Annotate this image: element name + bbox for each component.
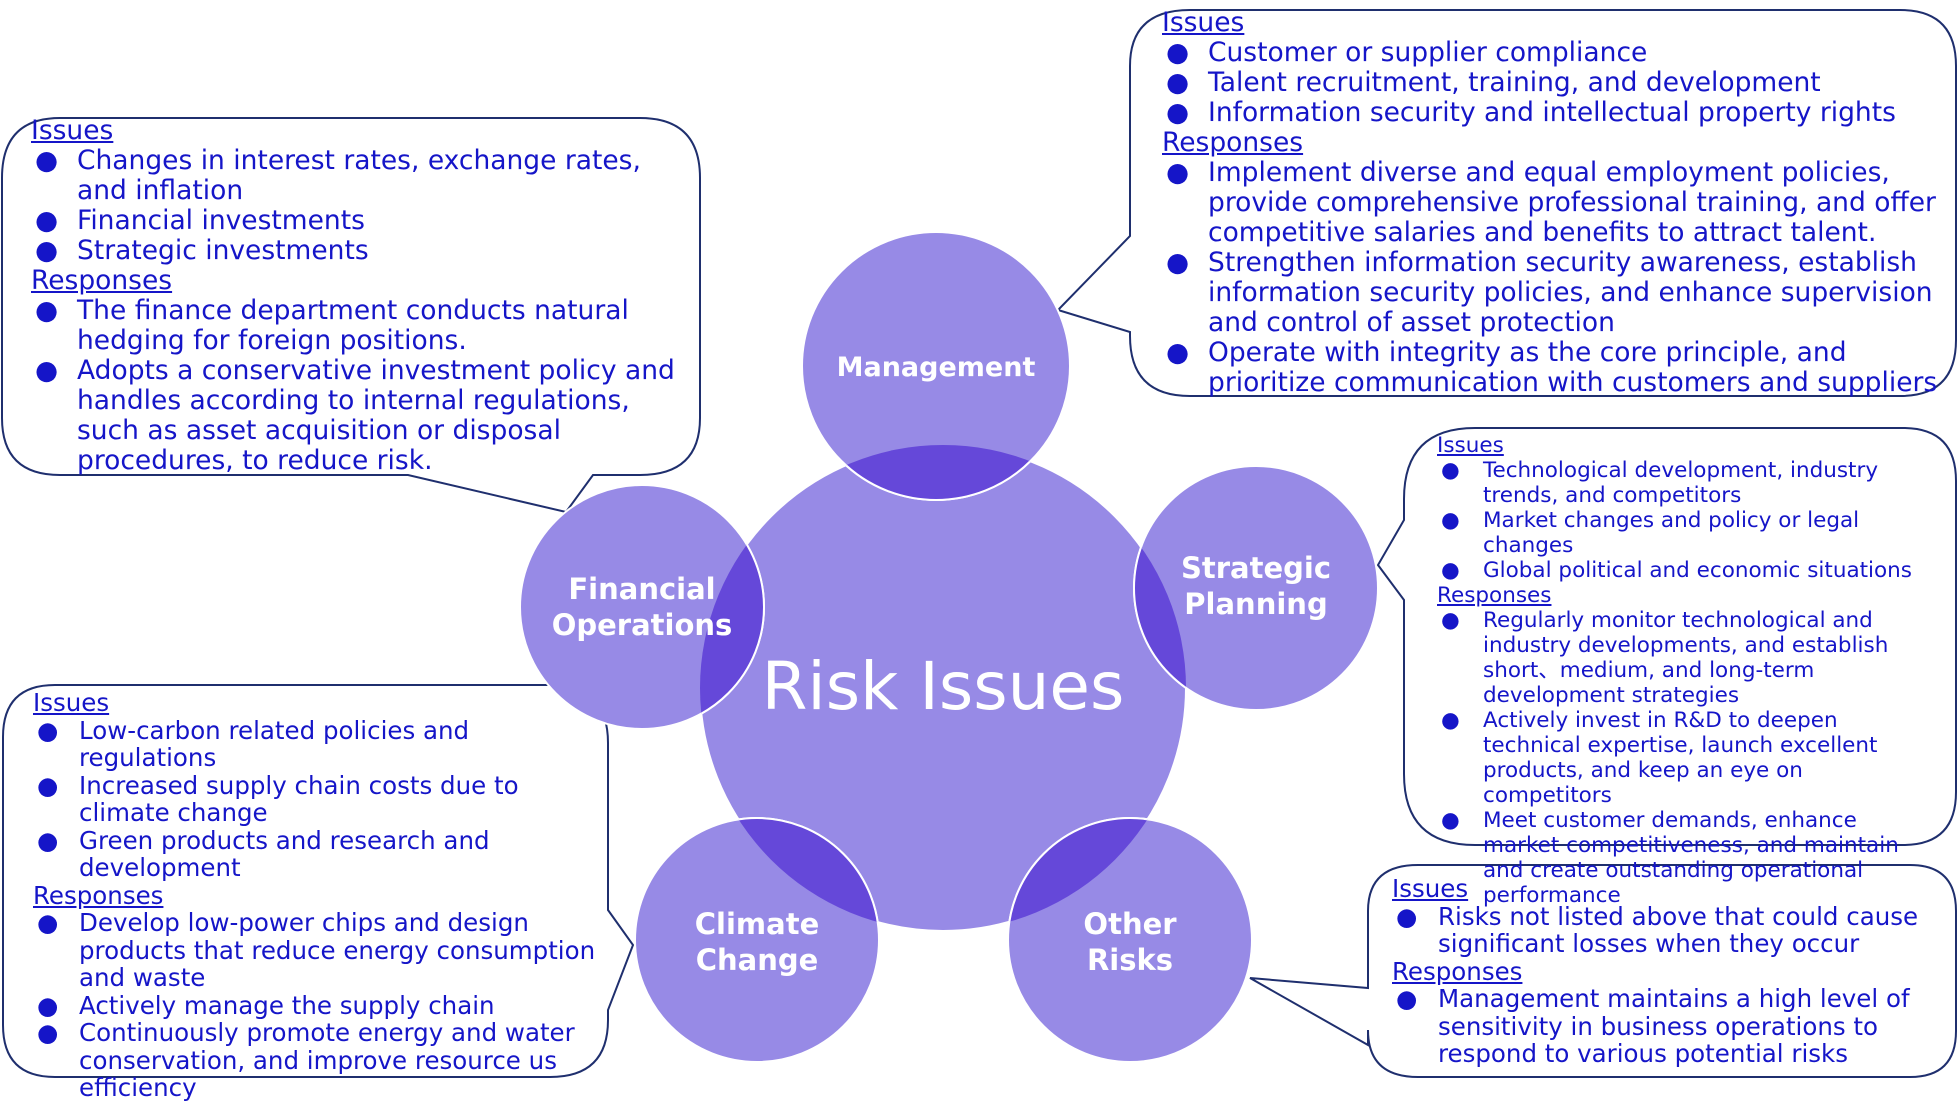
issues-list: Low-carbon related policies and regulati… (33, 716, 603, 882)
list-item: Financial investments (31, 206, 691, 237)
responses-heading: Responses (1392, 956, 1523, 986)
list-item: Talent recruitment, training, and develo… (1162, 68, 1942, 99)
list-item: Technological development, industry tren… (1437, 458, 1927, 508)
issues-heading: Issues (1392, 874, 1469, 903)
callout-financial: Issues Changes in interest rates, exchan… (31, 116, 691, 476)
strategic-label-line2: Planning (1184, 587, 1327, 621)
list-item: Develop low-power chips and design produ… (33, 909, 603, 992)
list-item: Adopts a conservative investment policy … (31, 356, 691, 476)
responses-list: Develop low-power chips and design produ… (33, 909, 603, 1102)
issues-heading: Issues (1437, 433, 1504, 458)
list-item: Implement diverse and equal employment p… (1162, 158, 1942, 248)
responses-list: Implement diverse and equal employment p… (1162, 158, 1942, 398)
list-item: Operate with integrity as the core princ… (1162, 338, 1942, 398)
financial-label-line2: Operations (552, 608, 733, 642)
responses-list: The finance department conducts natural … (31, 296, 691, 476)
callout-climate: Issues Low-carbon related policies and r… (33, 689, 603, 1102)
list-item: Market changes and policy or legal chang… (1437, 508, 1927, 558)
other-label-line2: Risks (1087, 943, 1173, 977)
center-label: Risk Issues (762, 648, 1125, 725)
other-label-line1: Other (1083, 907, 1177, 941)
issues-heading: Issues (31, 115, 114, 146)
list-item: Management maintains a high level of sen… (1392, 985, 1932, 1068)
circle-diagram (519, 231, 1379, 1063)
climate-label-line2: Change (696, 943, 819, 977)
list-item: Risks not listed above that could cause … (1392, 902, 1932, 958)
callout-other: Issues Risks not listed above that could… (1392, 875, 1932, 1068)
issues-heading: Issues (33, 688, 110, 717)
responses-list: Regularly monitor technological and indu… (1437, 608, 1927, 908)
strategic-label-line1: Strategic (1181, 551, 1331, 585)
responses-heading: Responses (33, 880, 164, 910)
list-item: Information security and intellectual pr… (1162, 98, 1942, 129)
list-item: Strategic investments (31, 236, 691, 267)
list-item: Changes in interest rates, exchange rate… (31, 146, 691, 206)
management-label: Management (837, 352, 1036, 383)
list-item: Actively manage the supply chain (33, 991, 603, 1020)
list-item: The finance department conducts natural … (31, 296, 691, 356)
list-item: Low-carbon related policies and regulati… (33, 716, 603, 772)
financial-label-line1: Financial (568, 572, 715, 606)
issues-list: Technological development, industry tren… (1437, 458, 1927, 583)
list-item: Regularly monitor technological and indu… (1437, 608, 1927, 708)
list-item: Green products and research and developm… (33, 826, 603, 882)
responses-heading: Responses (1437, 583, 1552, 608)
climate-label-line1: Climate (695, 907, 819, 941)
responses-heading: Responses (31, 265, 173, 296)
list-item: Customer or supplier compliance (1162, 38, 1942, 69)
issues-list: Risks not listed above that could cause … (1392, 902, 1932, 958)
issues-heading: Issues (1162, 7, 1245, 38)
issues-list: Changes in interest rates, exchange rate… (31, 146, 691, 267)
callout-strategic: Issues Technological development, indust… (1437, 433, 1927, 908)
list-item: Global political and economic situations (1437, 558, 1927, 583)
issues-list: Customer or supplier compliance Talent r… (1162, 38, 1942, 129)
list-item: Strengthen information security awarenes… (1162, 248, 1942, 338)
responses-heading: Responses (1162, 127, 1304, 158)
list-item: Increased supply chain costs due to clim… (33, 771, 603, 827)
list-item: Continuously promote energy and water co… (33, 1019, 603, 1102)
responses-list: Management maintains a high level of sen… (1392, 985, 1932, 1068)
callout-management: Issues Customer or supplier compliance T… (1162, 8, 1942, 398)
list-item: Actively invest in R&D to deepen technic… (1437, 708, 1927, 808)
